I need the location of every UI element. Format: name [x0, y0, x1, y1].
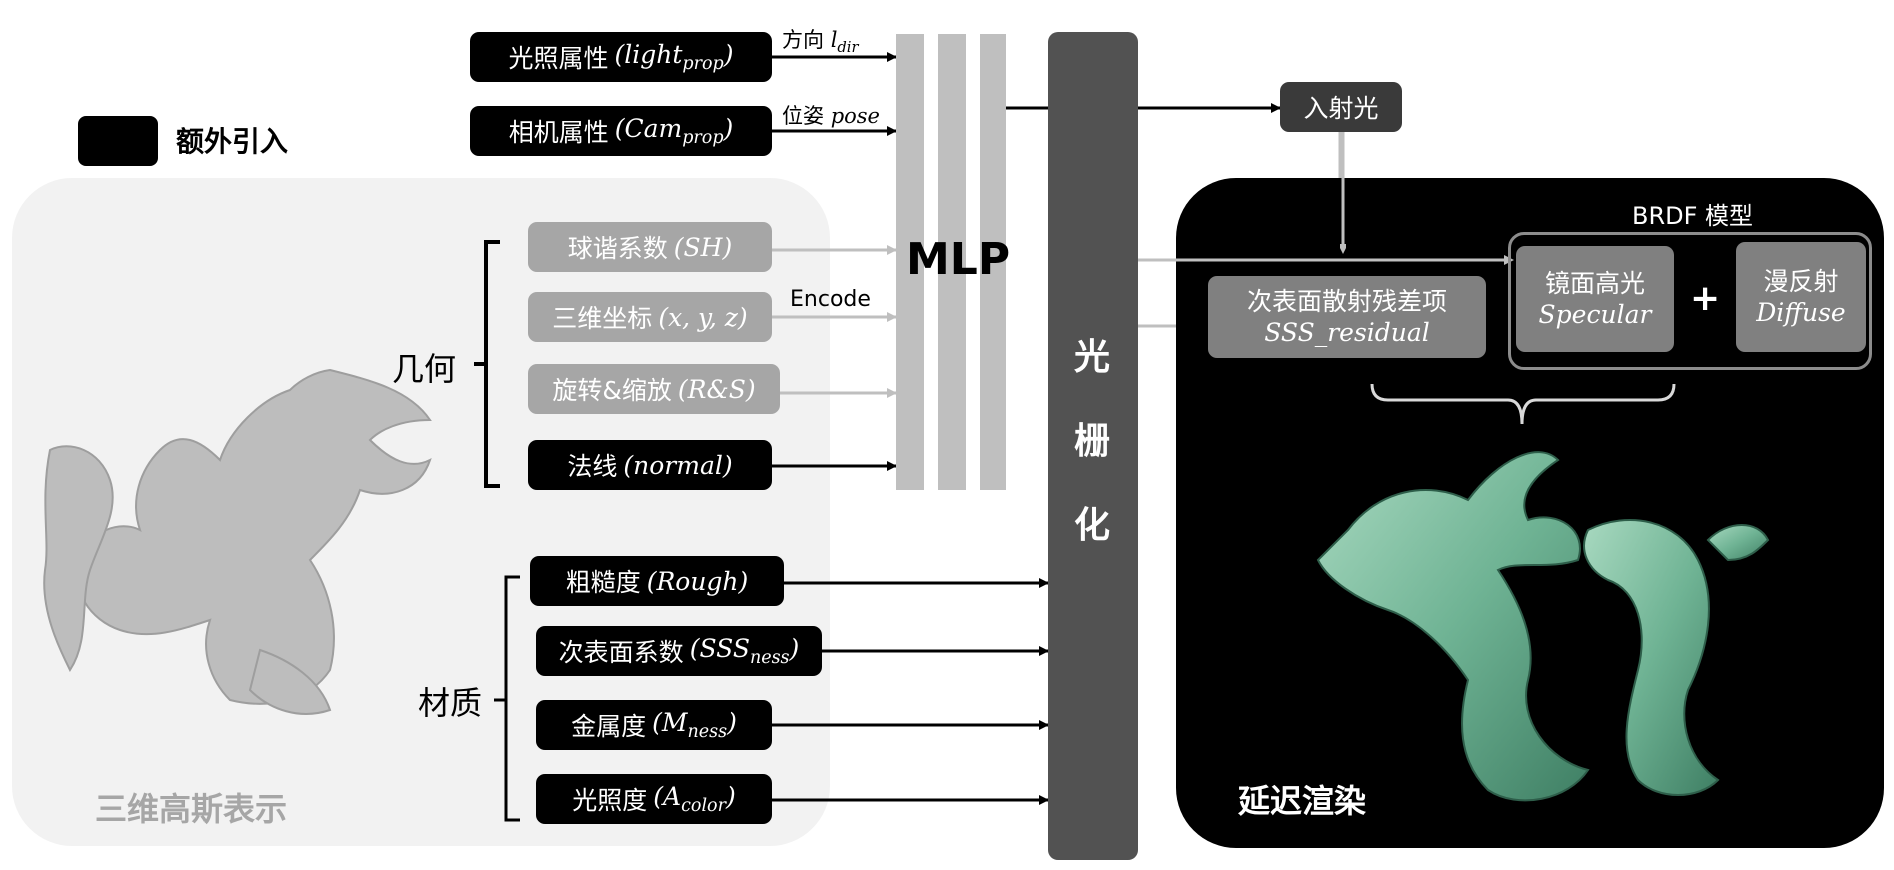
mlp-layer-2	[938, 34, 966, 490]
brdf-frame	[1508, 232, 1872, 370]
brdf-plus: +	[1690, 278, 1721, 319]
rasterization-char-1: 光	[1074, 337, 1111, 378]
xyz-coordinate-box: 三维坐标(x, y, z)	[528, 292, 772, 342]
subsurface-coefficient-box: 次表面系数 (SSSness)	[536, 626, 822, 676]
geometry-group-label: 几何	[392, 350, 457, 388]
camera-attribute-box: 相机属性 (Camprop)	[470, 106, 772, 156]
brdf-title: BRDF 模型	[1632, 202, 1754, 230]
incident-light-box: 入射光	[1280, 82, 1402, 132]
lighting-edge-label: 方向 ldir	[782, 28, 859, 57]
legend-label: 额外引入	[176, 125, 289, 158]
lighting-symbol: (lightprop)	[614, 40, 734, 74]
camera-edge-label: 位姿 pose	[782, 104, 880, 128]
gaussian-panel-title: 三维高斯表示	[95, 790, 288, 828]
roughness-box: 粗糙度(Rough)	[530, 556, 784, 606]
rasterization-char-2: 栅	[1074, 421, 1111, 462]
rasterization-char-3: 化	[1074, 505, 1111, 546]
specular-box: 镜面高光 Specular	[1516, 246, 1674, 352]
normal-box: 法线(normal)	[528, 440, 772, 490]
camera-label: 相机属性	[508, 118, 609, 147]
mlp-layer-1	[896, 34, 924, 490]
deferred-render-title: 延迟渲染	[1238, 782, 1367, 820]
lighting-label: 光照属性	[508, 44, 609, 73]
sh-coefficient-box: 球谐系数(SH)	[528, 222, 772, 272]
encode-label: Encode	[790, 287, 871, 312]
combine-bracket	[1370, 383, 1676, 425]
metallic-box: 金属度 (Mness)	[536, 700, 772, 750]
material-group-label: 材质	[418, 684, 483, 722]
camera-symbol: (Camprop)	[614, 114, 734, 148]
sss-residual-box: 次表面散射残差项 SSS_residual	[1208, 276, 1486, 358]
rotation-scale-box: 旋转&缩放(R&S)	[528, 364, 780, 414]
rasterization-block	[1048, 32, 1138, 860]
albedo-box: 光照度 (Acolor)	[536, 774, 772, 824]
incident-down-arrow	[1340, 132, 1346, 254]
legend-swatch	[78, 116, 158, 166]
gray-dragon-image	[43, 368, 432, 715]
lighting-attribute-box: 光照属性 (lightprop)	[470, 32, 772, 82]
mlp-label: MLP	[906, 234, 1011, 285]
rendered-jade-dragon-image	[1316, 451, 1770, 802]
mlp-layer-3	[980, 34, 1006, 490]
diffuse-box: 漫反射 Diffuse	[1736, 242, 1866, 352]
raster-to-brdf-arrow	[1176, 255, 1514, 265]
